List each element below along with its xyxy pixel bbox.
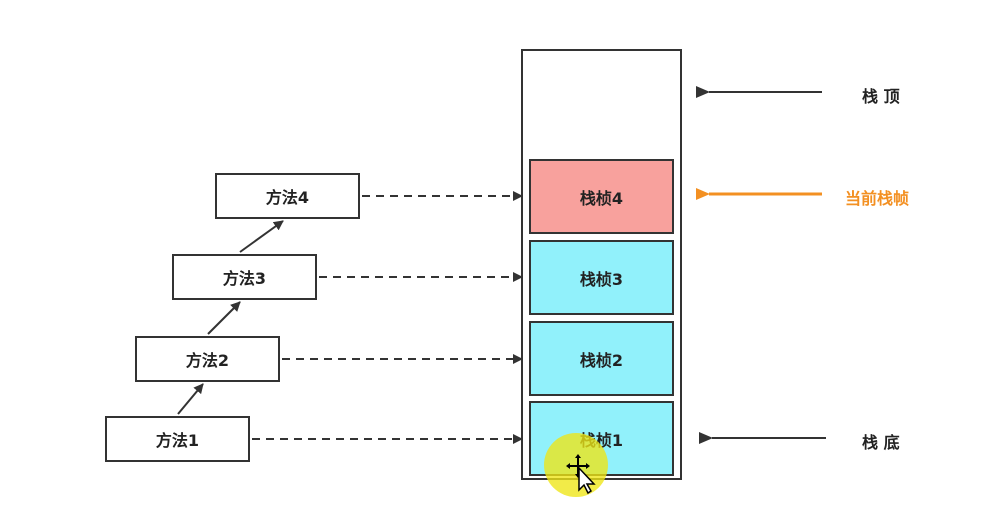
method-box-3: 方法3	[172, 254, 317, 300]
label-stack-top: 栈 顶	[862, 87, 900, 106]
method-box-2: 方法2	[135, 336, 280, 382]
call-arrow-1-2	[177, 383, 204, 415]
label-current-frame: 当前栈帧	[845, 189, 910, 208]
method-box-1: 方法1	[105, 416, 250, 462]
move-cursor-icon	[566, 454, 596, 494]
call-arrow-3-4	[239, 220, 284, 253]
method-box-4: 方法4	[215, 173, 360, 219]
call-arrow-2-3	[207, 301, 241, 335]
label-stack-bottom: 栈 底	[862, 433, 900, 452]
stack-frame-4-current: 栈桢4	[529, 159, 674, 234]
stack-frame-3: 栈桢3	[529, 240, 674, 315]
stack-frame-2: 栈桢2	[529, 321, 674, 396]
